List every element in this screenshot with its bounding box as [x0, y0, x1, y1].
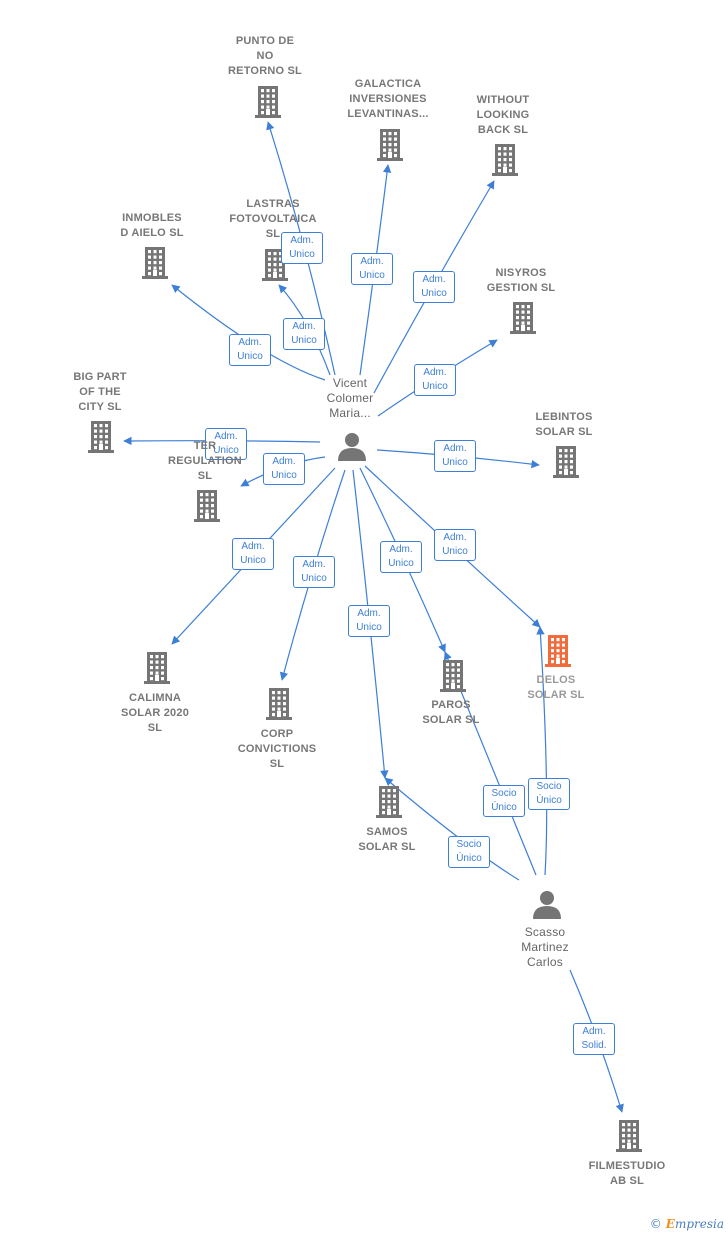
- edge-badge-scasso-delos[interactable]: Socio Único: [448, 836, 490, 868]
- edge-badge-vicent-delos[interactable]: Adm. Unico: [434, 529, 476, 561]
- company-icon-lebintos[interactable]: [553, 446, 579, 478]
- node-label-terregulation[interactable]: TER REGULATION SL: [168, 440, 242, 482]
- edge-badge-vicent-inmobles[interactable]: Adm. Unico: [229, 334, 271, 366]
- node-label-filmestudio[interactable]: FILMESTUDIO AB SL: [588, 1160, 666, 1187]
- node-label-scasso[interactable]: Scasso Martinez Carlos: [521, 925, 569, 969]
- edge-badge-vicent-bigpart[interactable]: Adm. Unico: [205, 428, 247, 460]
- node-label-without[interactable]: WITHOUT LOOKING BACK SL: [476, 94, 530, 136]
- company-icon-punto[interactable]: [255, 86, 281, 118]
- brand-name: mpresia: [674, 1217, 724, 1231]
- edge-badge-vicent-without[interactable]: Adm. Unico: [413, 271, 455, 303]
- node-label-lebintos[interactable]: LEBINTOS SOLAR SL: [535, 411, 593, 438]
- company-icon-without[interactable]: [492, 144, 518, 176]
- copyright-icon: ©: [649, 1217, 662, 1231]
- edge-badge-vicent-galactica[interactable]: Adm. Unico: [351, 253, 393, 285]
- company-icon-samos[interactable]: [376, 786, 402, 818]
- node-label-delos[interactable]: DELOS SOLAR SL: [527, 674, 585, 701]
- company-icon-delos[interactable]: [545, 635, 571, 667]
- company-icon-nisyros[interactable]: [510, 302, 536, 334]
- edge-badge-vicent-punto[interactable]: Adm. Unico: [281, 232, 323, 264]
- brand-footer: ©Empresia: [650, 1217, 724, 1231]
- company-icon-lastras[interactable]: [262, 249, 288, 281]
- edge-badge-scasso-samos[interactable]: Socio Único: [483, 785, 525, 817]
- edge-badge-vicent-nisyros[interactable]: Adm. Unico: [414, 364, 456, 396]
- node-label-inmobles[interactable]: INMOBLES D AIELO SL: [120, 212, 184, 239]
- person-icon-scasso[interactable]: [533, 891, 561, 919]
- node-label-corp[interactable]: CORP CONVICTIONS SL: [237, 728, 317, 770]
- company-icon-filmestudio[interactable]: [616, 1120, 642, 1152]
- node-label-paros[interactable]: PAROS SOLAR SL: [422, 699, 480, 726]
- node-label-punto[interactable]: PUNTO DE NO RETORNO SL: [228, 35, 302, 77]
- edge-badge-scasso-filmestudio[interactable]: Adm. Solid.: [573, 1023, 615, 1055]
- edge-badge-vicent-samos[interactable]: Adm. Unico: [348, 605, 390, 637]
- node-label-galactica[interactable]: GALACTICA INVERSIONES LEVANTINAS...: [347, 78, 429, 120]
- person-icon-vicent[interactable]: [338, 433, 366, 461]
- node-label-vicent[interactable]: Vicent Colomer Maria...: [326, 376, 374, 420]
- edge-badge-scasso-paros[interactable]: Socio Único: [528, 778, 570, 810]
- node-label-bigpart[interactable]: BIG PART OF THE CITY SL: [73, 371, 127, 413]
- node-label-lastras[interactable]: LASTRAS FOTOVOLTAICA SL: [229, 198, 317, 240]
- company-icon-corp[interactable]: [266, 688, 292, 720]
- company-icon-calimna[interactable]: [144, 652, 170, 684]
- edge-badge-vicent-lastras[interactable]: Adm. Unico: [283, 318, 325, 350]
- node-label-calimna[interactable]: CALIMNA SOLAR 2020 SL: [120, 692, 190, 734]
- company-icon-inmobles[interactable]: [142, 247, 168, 279]
- company-icon-paros[interactable]: [440, 660, 466, 692]
- edge-badge-vicent-lebintos[interactable]: Adm. Unico: [434, 440, 476, 472]
- edge-badge-vicent-paros[interactable]: Adm. Unico: [380, 541, 422, 573]
- edge-scasso-delos: [536, 626, 548, 876]
- node-label-samos[interactable]: SAMOS SOLAR SL: [358, 826, 416, 853]
- company-icon-terregulation[interactable]: [194, 490, 220, 522]
- node-label-nisyros[interactable]: NISYROS GESTION SL: [486, 267, 556, 294]
- company-icon-bigpart[interactable]: [88, 421, 114, 453]
- nodes-layer: [88, 86, 642, 1152]
- brand-initial: E: [665, 1217, 675, 1231]
- edge-badge-vicent-calimna[interactable]: Adm. Unico: [232, 538, 274, 570]
- edge-badge-vicent-corp[interactable]: Adm. Unico: [293, 556, 335, 588]
- company-icon-galactica[interactable]: [377, 129, 403, 161]
- edge-badge-vicent-terregulation[interactable]: Adm. Unico: [263, 453, 305, 485]
